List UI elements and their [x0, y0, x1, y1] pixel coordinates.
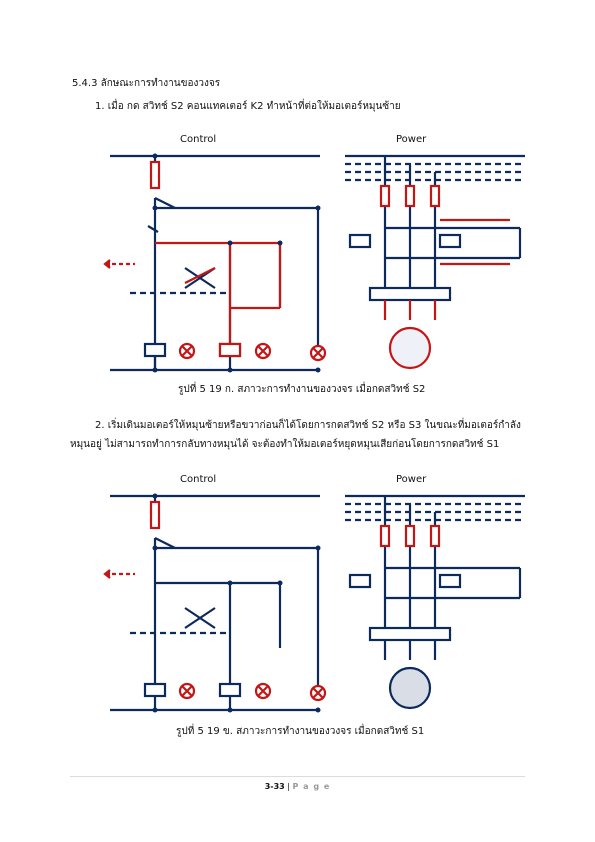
- figure2-circuit-diagram: [103, 493, 525, 713]
- paragraph-step-2-line-2: หมุนอยู่ ไม่สามารถทำการกลับทางหมุนได้ จะ…: [70, 439, 500, 450]
- figure1-control-label: Control: [180, 134, 217, 145]
- paragraph-step-1: 1. เมื่อ กด สวิทช์ S2 คอนแทคเตอร์ K2 ทำห…: [95, 101, 401, 112]
- figure2-power-label: Power: [396, 474, 427, 485]
- figure1-circuit-diagram: [103, 153, 525, 373]
- figure2-caption: รูปที่ 5 19 ข. สภาวะการทำงานของวงจร เมื่…: [176, 726, 425, 737]
- figure1-power-label: Power: [396, 134, 427, 145]
- figure1-caption: รูปที่ 5 19 ก. สภาวะการทำงานของวงจร เมื่…: [178, 384, 426, 395]
- page-number: 3-33: [264, 782, 285, 791]
- section-heading: 5.4.3 ลักษณะการทำงานของวงจร: [72, 78, 221, 89]
- paragraph-step-2-line-1: 2. เริ่มเดินมอเตอร์ให้หมุนซ้ายหรือขวาก่อ…: [95, 420, 521, 431]
- figure2-control-label: Control: [180, 474, 217, 485]
- page-footer: 3-33 | P a g e: [0, 782, 595, 791]
- page-word: P a g e: [292, 782, 331, 791]
- footer-divider: [70, 776, 525, 777]
- footer-separator: |: [287, 782, 290, 791]
